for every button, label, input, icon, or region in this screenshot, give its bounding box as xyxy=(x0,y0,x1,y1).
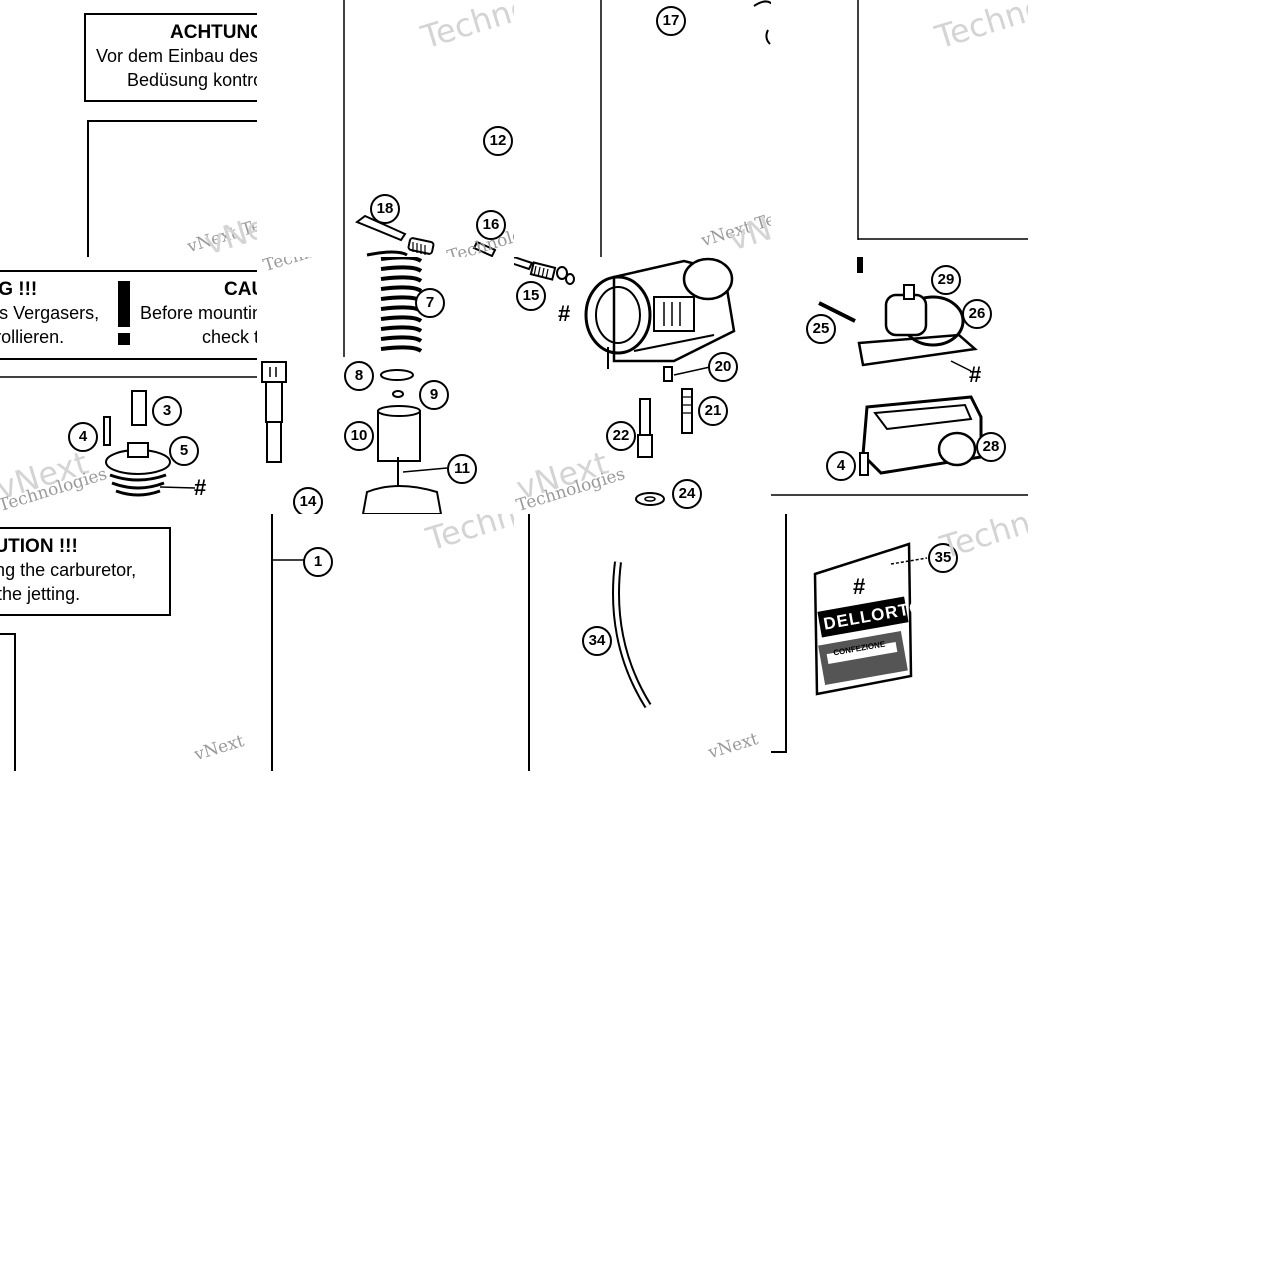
body-top-linework xyxy=(600,0,771,257)
warning-en-line2: check the jetting. xyxy=(202,327,257,347)
callout-14[interactable]: 14 xyxy=(293,487,323,514)
jet-bag-drawing xyxy=(771,514,928,753)
tile-float-top: Technologies xyxy=(771,0,1028,257)
callout-18[interactable]: 18 xyxy=(370,194,400,224)
callout-7[interactable]: 7 xyxy=(415,288,445,318)
tile-part-1: 1 Technologies xyxy=(257,514,514,771)
callout-29[interactable]: 29 xyxy=(931,265,961,295)
callout-35[interactable]: 35 xyxy=(928,543,958,573)
callout-21[interactable]: 21 xyxy=(698,396,728,426)
warning-de-line1-tail: Vor dem Einbau des Vergasers, xyxy=(0,303,100,323)
spring-15-drawing xyxy=(514,257,557,281)
throttle-linework xyxy=(343,0,497,257)
callout-8[interactable]: 8 xyxy=(344,361,374,391)
callout-10[interactable]: 10 xyxy=(344,421,374,451)
screw-18-drawing xyxy=(354,214,435,255)
tile-hose: 34 vNext xyxy=(514,514,771,771)
callout-15[interactable]: 15 xyxy=(516,281,546,311)
tile-body-top: 17 vNext Technologies vNext xyxy=(514,0,771,257)
warning-strip-frame xyxy=(0,270,257,497)
warning-en-title: CAUTION !!! xyxy=(224,279,257,300)
exclamation-icon xyxy=(118,281,130,327)
hash-mark-a: # xyxy=(194,475,207,500)
callout-22[interactable]: 22 xyxy=(606,421,636,451)
tile-throttle-top: 12 18 16 Technologies Technologies xyxy=(257,0,514,257)
tile-jet-bag: # DELLORTO CONFEZIONE 35 Technologies xyxy=(771,514,1028,771)
tile-carb-body: 15 # 20 21 22 24 vNext Technologies xyxy=(514,257,771,514)
callout-4b[interactable]: 4 xyxy=(826,451,856,481)
slide-linework xyxy=(261,257,448,514)
warning-de-line2: Bedüsung kontrollieren. xyxy=(127,70,257,90)
callout-20[interactable]: 20 xyxy=(708,352,738,382)
hash-mark-d: # xyxy=(853,574,866,599)
warning-en-frame xyxy=(0,527,171,771)
hash-mark-b: # xyxy=(558,301,571,326)
callout-4[interactable]: 4 xyxy=(68,422,98,452)
tile-slide: 7 8 9 10 11 14 Technologies xyxy=(257,257,514,514)
tile-float-chamber: 29 26 25 # 28 4 xyxy=(771,257,1028,514)
float-chamber-linework xyxy=(771,257,1028,496)
warning-de-title: ACHTUNG !!! xyxy=(170,22,257,43)
callout-9[interactable]: 9 xyxy=(419,380,449,410)
callout-26[interactable]: 26 xyxy=(962,299,992,329)
callout-28[interactable]: 28 xyxy=(976,432,1006,462)
callout-3[interactable]: 3 xyxy=(152,396,182,426)
callout-1[interactable]: 1 xyxy=(303,547,333,577)
float-top-frame xyxy=(857,0,1028,240)
callout-5[interactable]: 5 xyxy=(169,436,199,466)
warning-de-title-tail: ACHTUNG !!! xyxy=(0,279,38,300)
warning-en-line2-tail: check the jetting. xyxy=(0,584,81,604)
callout-24[interactable]: 24 xyxy=(672,479,702,509)
tile-warning-en: CAUTION !!! Before mounting the carburet… xyxy=(0,514,257,771)
callout-11[interactable]: 11 xyxy=(447,454,477,484)
carb-body-linework xyxy=(514,257,736,506)
part-1-linework xyxy=(271,514,304,771)
callout-25[interactable]: 25 xyxy=(806,314,836,344)
warning-en-title-tail: CAUTION !!! xyxy=(0,536,78,557)
tile-warning-de: ACHTUNG !!! Vor dem Einbau des Vergasers… xyxy=(0,0,257,257)
hose-linework xyxy=(528,514,652,771)
exclamation-dot-icon xyxy=(118,333,130,345)
warning-de-line2-tail: Bedüsung kontrollieren. xyxy=(0,327,65,347)
hash-mark-c: # xyxy=(969,362,982,387)
warning-de-line1: Vor dem Einbau des Vergasers, xyxy=(96,46,257,66)
callout-17[interactable]: 17 xyxy=(656,6,686,36)
warning-box-frame xyxy=(84,13,257,257)
warning-en-line1-tail: Before mounting the carburetor, xyxy=(0,560,137,580)
callout-12[interactable]: 12 xyxy=(483,126,513,156)
tile-warning-strip: ACHTUNG !!! Vor dem Einbau des Vergasers… xyxy=(0,257,257,514)
callout-34[interactable]: 34 xyxy=(582,626,612,656)
callout-16[interactable]: 16 xyxy=(476,210,506,240)
warning-en-line1: Before mounting the carburetor, xyxy=(140,303,257,323)
